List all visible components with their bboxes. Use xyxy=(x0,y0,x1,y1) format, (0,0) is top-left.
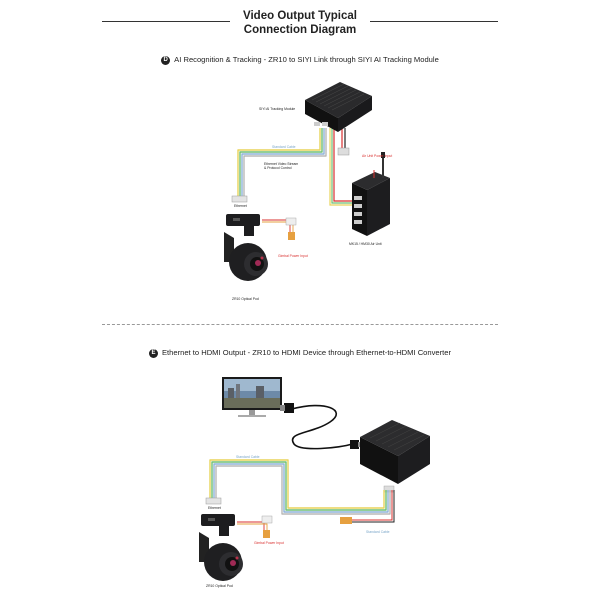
label-air-unit: MK15 / HM30 Air Unit xyxy=(349,242,382,246)
converter-power-cable xyxy=(340,490,395,524)
label-air-unit-power: Air Unit Power Input xyxy=(362,154,393,158)
tracking-module xyxy=(305,82,372,132)
section-divider xyxy=(102,324,498,325)
gimbal-power-cable-d xyxy=(262,217,297,240)
module-power-cable xyxy=(337,128,350,156)
hdmi-monitor xyxy=(222,377,282,417)
standard-cable-d xyxy=(237,128,327,196)
section-d-heading-text: AI Recognition & Tracking - ZR10 to SIYI… xyxy=(174,55,439,64)
page-title: Video Output Typical Connection Diagram xyxy=(0,9,600,37)
label-pod-port-e: Ethernet xyxy=(208,506,221,510)
label-optical-pod-e: ZR10 Optical Pod xyxy=(206,584,233,588)
standard-cable-e xyxy=(209,459,391,515)
title-rule-right xyxy=(370,21,498,22)
pod-connector-e xyxy=(205,497,222,505)
section-d-badge: D xyxy=(161,55,171,65)
gimbal-power-cable-e xyxy=(237,515,273,538)
label-ethernet-stream: Ethernet Video Stream & Protocol Control xyxy=(264,162,299,170)
air-unit xyxy=(352,152,390,236)
page-title-line1: Video Output Typical xyxy=(243,10,357,22)
label-standard-cable-e-bottom: Standard Cable xyxy=(366,530,390,534)
optical-pod-d xyxy=(224,214,268,281)
label-standard-cable-d: Standard Cable xyxy=(272,145,296,149)
ethernet-stream-cable xyxy=(329,128,352,206)
page-title-line2: Connection Diagram xyxy=(243,24,357,36)
label-gimbal-power-d: Gimbal Power Input xyxy=(278,254,308,258)
label-standard-cable-e-top: Standard Cable xyxy=(236,455,260,459)
section-e-heading-text: Ethernet to HDMI Output - ZR10 to HDMI D… xyxy=(161,348,452,357)
hdmi-cable xyxy=(280,403,362,450)
optical-pod-e xyxy=(199,514,243,581)
section-e-badge: E xyxy=(148,348,158,358)
label-gimbal-power-e: Gimbal Power Input xyxy=(254,541,284,545)
label-pod-port-d: Ethernet xyxy=(234,204,247,208)
ethernet-hdmi-converter xyxy=(360,420,430,493)
label-optical-pod-d: ZR10 Optical Pod xyxy=(232,297,259,301)
title-rule-left xyxy=(102,21,230,22)
label-tracking-module: SIYI AI Tracking Module xyxy=(259,107,296,111)
pod-connector-d xyxy=(231,195,248,203)
